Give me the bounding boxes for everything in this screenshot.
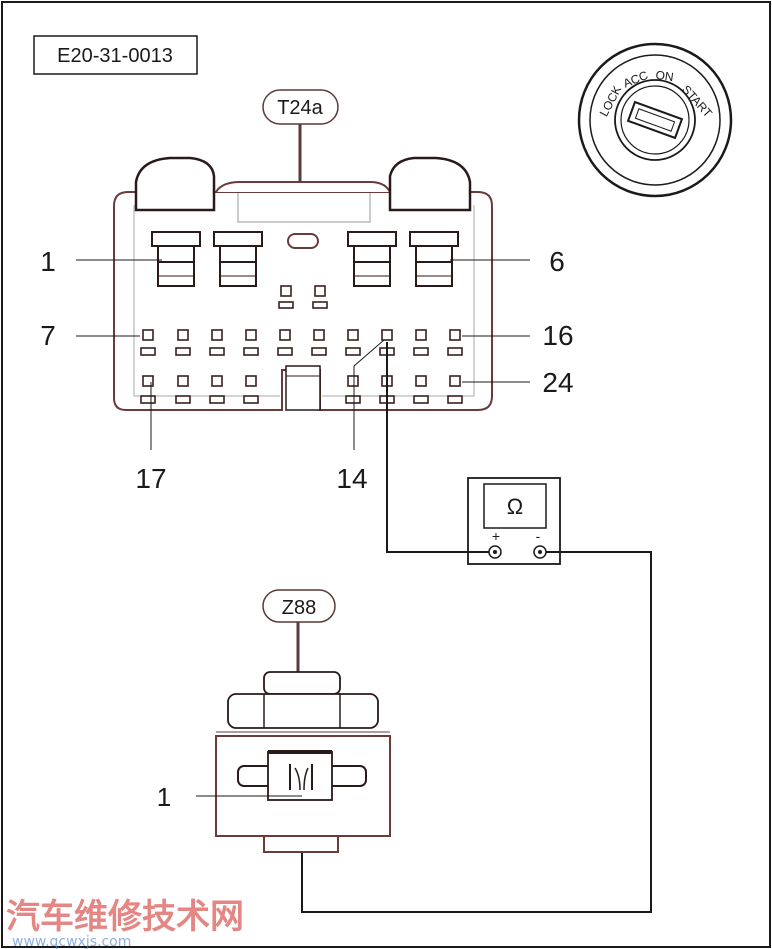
small-pin [177, 329, 189, 341]
connector-t24a [113, 156, 493, 411]
figure-code-box: E20-31-0013 [33, 35, 198, 75]
small-pin [312, 301, 328, 309]
small-pin [209, 347, 225, 356]
small-pin [347, 375, 359, 387]
pin-label-7: 7 [40, 320, 56, 351]
small-pin [449, 375, 461, 387]
small-pin [449, 329, 461, 341]
small-pin [314, 285, 326, 297]
large-terminal [347, 231, 397, 287]
small-pin [243, 395, 259, 404]
small-pin [142, 329, 154, 341]
meter-minus-label: - [536, 528, 541, 544]
small-pin [245, 329, 257, 341]
z88-tag: Z88 [262, 589, 336, 672]
pin-label-17: 17 [135, 463, 166, 494]
ignition-switch-icon: LOCK ACC ON START [577, 42, 733, 198]
pin-label-1: 1 [40, 246, 56, 277]
site-watermark: 汽车维修技术网 www.qcwxjs.com [6, 897, 244, 949]
small-pin [311, 347, 327, 356]
t24a-tag: T24a [262, 89, 339, 183]
small-pin [345, 395, 361, 404]
watermark-url: www.qcwxjs.com [12, 934, 131, 949]
t24a-large-terminals [151, 231, 459, 287]
pin-label-6: 6 [549, 246, 565, 277]
figure-code: E20-31-0013 [57, 45, 173, 67]
pin-label-14: 14 [336, 463, 367, 494]
test-lead-negative [301, 551, 652, 913]
ohm-symbol: Ω [507, 494, 523, 519]
small-pin [209, 395, 225, 404]
z88-pin-label-1: 1 [157, 782, 171, 812]
small-pin [211, 329, 223, 341]
small-pin [279, 329, 291, 341]
small-pin [447, 395, 463, 404]
large-terminal [409, 231, 459, 287]
watermark-text: 汽车维修技术网 [6, 897, 244, 937]
small-pin [245, 375, 257, 387]
pin-label-16: 16 [542, 320, 573, 351]
test-lead-positive [386, 342, 489, 553]
large-terminal [151, 231, 201, 287]
small-pin [278, 301, 294, 309]
switch-pos-on: ON [655, 68, 675, 84]
small-pin [415, 329, 427, 341]
z88-tag-label: Z88 [282, 597, 316, 619]
small-pin [347, 329, 359, 341]
large-terminal [213, 231, 263, 287]
small-pin [447, 347, 463, 356]
small-pin [175, 395, 191, 404]
connector-z88 [215, 671, 391, 853]
small-pin [313, 329, 325, 341]
small-pin [277, 347, 293, 356]
small-pin [280, 285, 292, 297]
small-pin [243, 347, 259, 356]
small-pin [140, 347, 156, 356]
small-pin [211, 375, 223, 387]
small-pin [413, 347, 429, 356]
small-pin [415, 375, 427, 387]
small-pin [142, 375, 154, 387]
pin-label-24: 24 [542, 367, 573, 398]
t24a-tag-label: T24a [277, 97, 323, 119]
small-pin [345, 347, 361, 356]
small-pin [175, 347, 191, 356]
small-pin [177, 375, 189, 387]
small-pin [413, 395, 429, 404]
small-pin [381, 329, 393, 341]
t24a-pin-callouts: 1 6 7 16 24 17 14 [40, 246, 573, 494]
meter-plus-label: + [492, 528, 500, 544]
small-pin [140, 395, 156, 404]
